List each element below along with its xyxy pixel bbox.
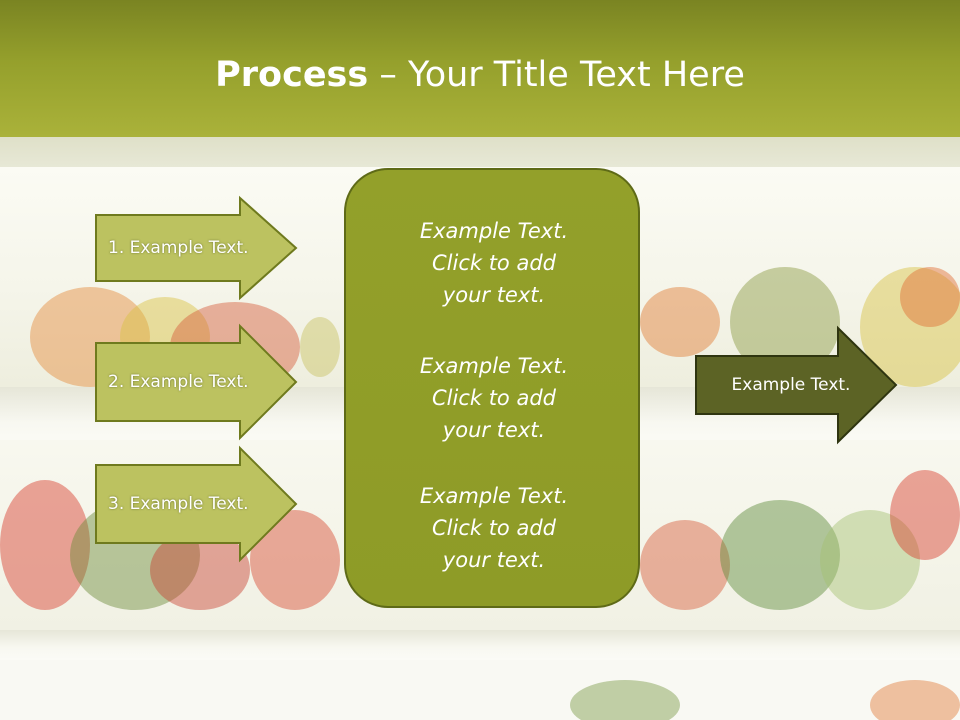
- center-text-box[interactable]: Example Text. Click to add your text. Ex…: [344, 168, 640, 608]
- center-block-3: Example Text. Click to add your text.: [346, 480, 642, 576]
- center-line: Click to add: [431, 516, 556, 540]
- title-rest: – Your Title Text Here: [368, 55, 745, 95]
- arrow-shape: [95, 195, 298, 301]
- step-arrow-3[interactable]: 3. Example Text.: [95, 445, 298, 563]
- arrow-shape: [95, 323, 298, 441]
- center-line: your text.: [442, 418, 546, 442]
- center-line: your text.: [442, 283, 546, 307]
- center-line: Example Text.: [419, 484, 569, 508]
- header-strip: [0, 137, 960, 167]
- center-block-1: Example Text. Click to add your text.: [346, 215, 642, 311]
- center-line: your text.: [442, 548, 546, 572]
- step-label-2: 2. Example Text.: [108, 372, 249, 392]
- output-label: Example Text.: [731, 375, 851, 395]
- band-separator: [0, 630, 960, 660]
- output-arrow[interactable]: Example Text.: [695, 325, 898, 445]
- center-line: Example Text.: [419, 354, 569, 378]
- center-line: Click to add: [431, 251, 556, 275]
- bottom-photo-band: [0, 660, 960, 720]
- step-label-1: 1. Example Text.: [108, 238, 249, 258]
- header-band: [0, 0, 960, 137]
- arrow-shape: [695, 325, 898, 445]
- step-label-3: 3. Example Text.: [108, 494, 249, 514]
- center-line: Example Text.: [419, 219, 569, 243]
- step-arrow-1[interactable]: 1. Example Text.: [95, 195, 298, 301]
- center-line: Click to add: [431, 386, 556, 410]
- center-block-2: Example Text. Click to add your text.: [346, 350, 642, 446]
- step-arrow-2[interactable]: 2. Example Text.: [95, 323, 298, 441]
- title-bold: Process: [215, 55, 369, 95]
- arrow-shape: [95, 445, 298, 563]
- slide-title[interactable]: Process – Your Title Text Here: [0, 52, 960, 98]
